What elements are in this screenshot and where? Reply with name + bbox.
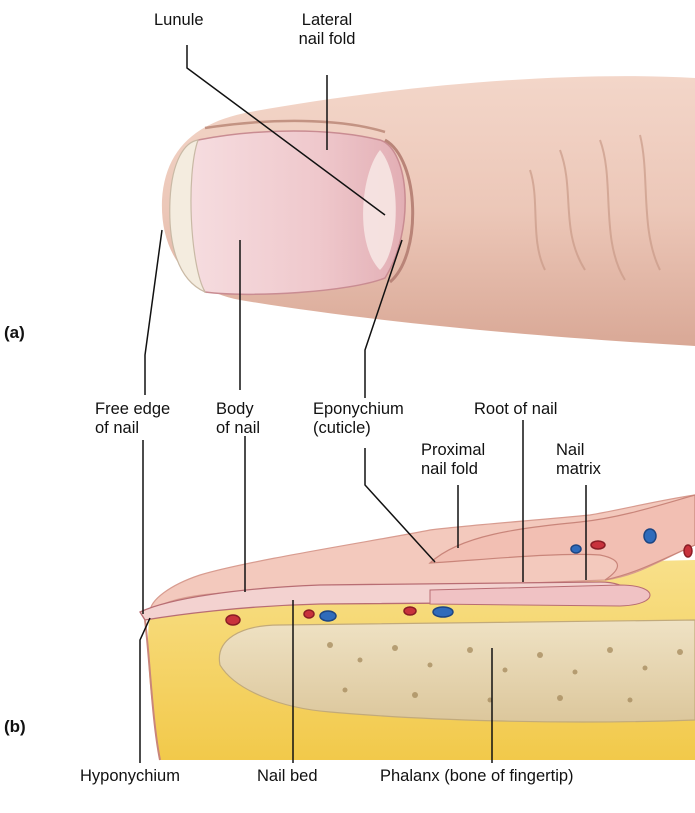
nail-cross-section-illustration: [140, 495, 695, 760]
label-root-of-nail: Root of nail: [474, 400, 557, 419]
label-hyponychium: Hyponychium: [80, 767, 180, 786]
label-lunule: Lunule: [154, 11, 204, 30]
label-eponychium: Eponychium (cuticle): [313, 400, 404, 438]
finger-exterior-illustration: [162, 76, 695, 346]
label-proximal-nail-fold: Proximal nail fold: [421, 441, 485, 479]
label-phalanx: Phalanx (bone of fingertip): [380, 767, 574, 786]
label-nail-bed: Nail bed: [257, 767, 318, 786]
label-nail-matrix: Nail matrix: [556, 441, 601, 479]
label-free-edge-of-nail: Free edge of nail: [95, 400, 170, 438]
label-body-of-nail: Body of nail: [216, 400, 260, 438]
panel-label-a: (a): [4, 323, 25, 343]
label-lateral-nail-fold: Lateral nail fold: [291, 11, 363, 49]
panel-label-b: (b): [4, 717, 26, 737]
leader-free-edge-top: [145, 230, 162, 395]
